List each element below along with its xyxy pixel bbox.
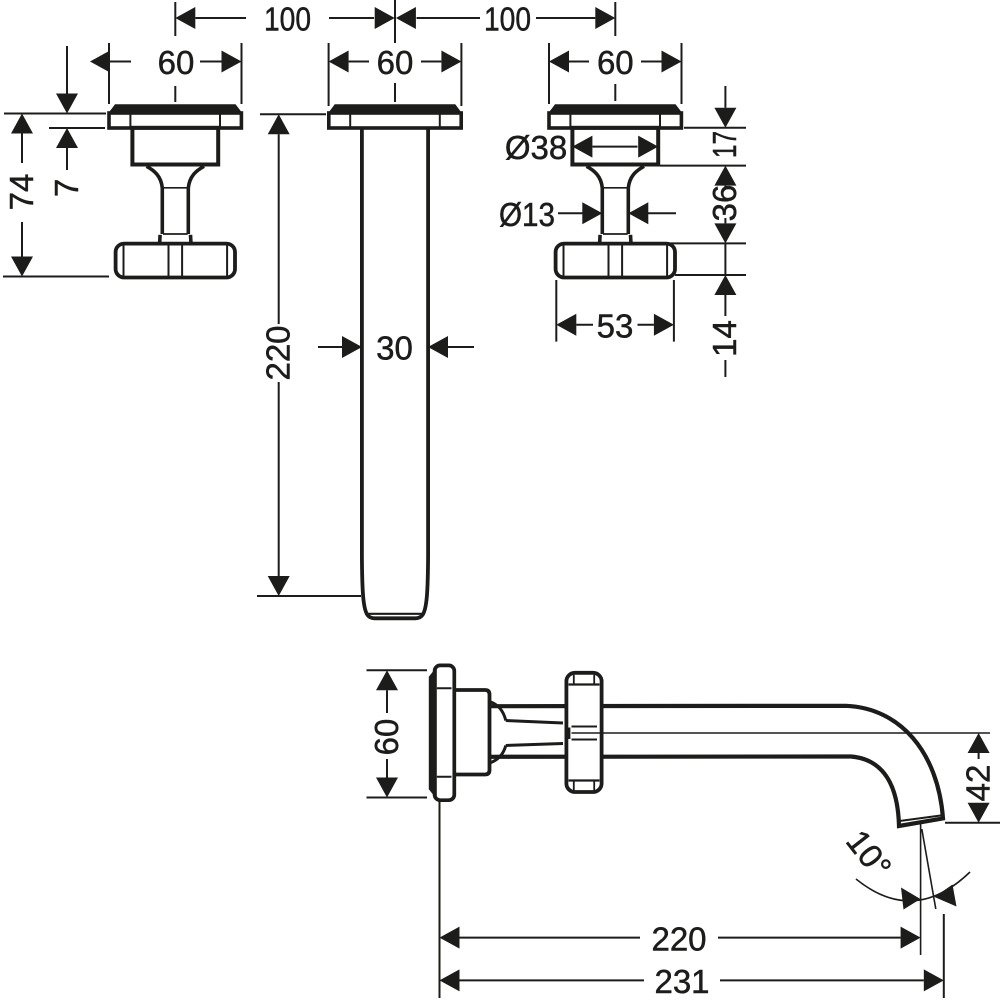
svg-text:53: 53: [597, 307, 634, 344]
svg-text:220: 220: [259, 325, 296, 380]
svg-text:Ø13: Ø13: [499, 196, 555, 233]
svg-text:231: 231: [654, 963, 709, 1000]
svg-text:60: 60: [158, 44, 195, 81]
svg-text:100: 100: [264, 1, 311, 38]
svg-text:60: 60: [377, 44, 414, 81]
svg-text:7: 7: [48, 179, 85, 197]
svg-text:30: 30: [376, 330, 413, 367]
svg-text:74: 74: [3, 174, 40, 211]
svg-text:14: 14: [706, 320, 743, 357]
svg-text:36: 36: [706, 185, 743, 222]
svg-text:220: 220: [651, 920, 706, 957]
svg-text:17: 17: [706, 131, 743, 158]
svg-text:60: 60: [368, 719, 405, 756]
svg-text:42: 42: [959, 765, 996, 802]
svg-text:100: 100: [484, 1, 531, 38]
svg-text:60: 60: [597, 44, 634, 81]
svg-text:Ø38: Ø38: [505, 129, 567, 166]
